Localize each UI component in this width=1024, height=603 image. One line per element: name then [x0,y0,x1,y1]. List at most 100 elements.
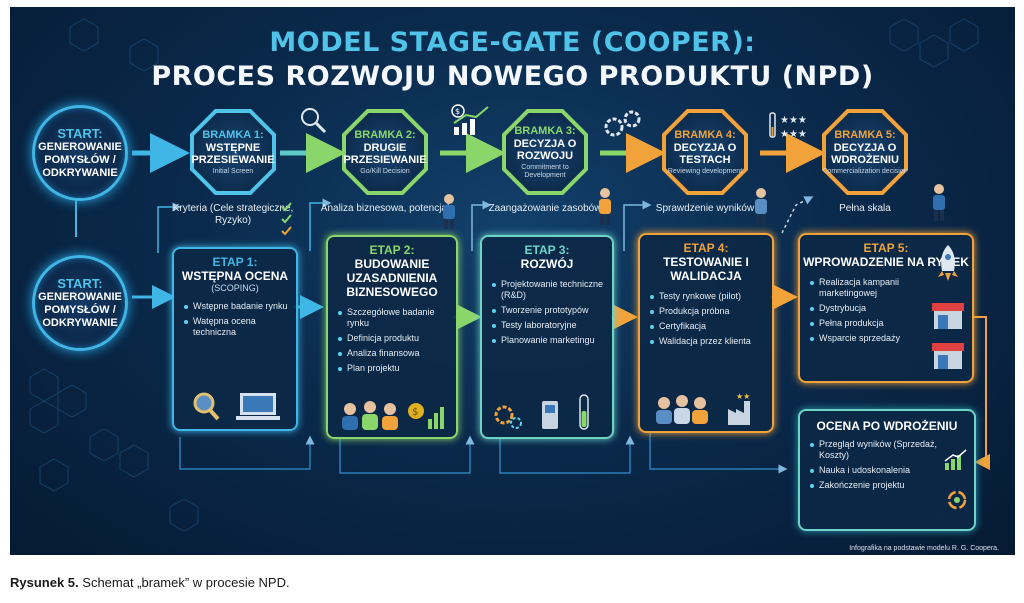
magnifier-icon [301,108,327,134]
list-item: Realizacja kampanii marketingowej [810,277,928,299]
stage-icons: ★★ [652,391,762,432]
person-icon [755,188,767,225]
list-item: Testy rynkowe (pilot) [650,291,766,302]
stage-title: ETAP 2: [369,243,415,257]
stage-name: BUDOWANIE UZASADNIENIA BIZNESOWEGO [346,257,438,299]
gate-subtitle: Reviewing development [667,167,743,175]
stage-icons [928,243,968,378]
stage-icons [188,389,288,430]
gate-background [346,113,424,191]
person-icon [599,188,611,225]
start-text: GENEROWANIE POMYSŁÓW / ODKRYWANIE [38,141,122,179]
list-item: Certyfikacja [650,321,766,332]
stage-4: ETAP 4:TESTOWANIE I WALIDACJA Testy rynko… [638,233,774,433]
svg-text:★★★: ★★★ [780,115,807,126]
list-item: Pełna produkcja [810,318,928,329]
infographic-figure: MODEL STAGE-GATE (COOPER): PROCES ROZWOJ… [10,7,1015,555]
figure-caption: Rysunek 5. Schemat „bramek” w procesie N… [10,575,290,590]
gate-name: DECYZJA O TESTACH [673,141,737,166]
title-line-1: MODEL STAGE-GATE (COOPER): [269,27,756,58]
stage-title: ETAP 5: [863,241,909,255]
stage-title: ETAP 4: [683,241,729,255]
stage-2: ETAP 2:BUDOWANIE UZASADNIENIA BIZNESOWEG… [326,235,458,439]
money-chart-icon: $ [451,104,489,135]
gate-name: WSTĘPNE PRZESIEWANIE [191,141,275,166]
gate-subtitle: Commitment to Development [521,163,569,179]
start-text: GENEROWANIE POMYSŁÓW / ODKRYWANIE [38,291,122,329]
gate-title: BRAMKA 4: [674,128,736,141]
post-launch-title: OCENA PO WDROŻENIU [816,419,958,433]
list-item: Testy laboratoryjne [492,320,606,331]
gate-name: DECYZJA O WDROŻENIU [831,141,899,166]
gate-title: BRAMKA 1: [202,128,264,141]
stage-subtitle: (SCOPING) [211,283,259,293]
gate-subtitle: Go/Kill Decision [360,167,410,175]
rocket-shop-icons [932,245,964,369]
gate-caption: Zaangażowanie zasobów [488,203,602,214]
test-tubes-stars-icon: ★★★ ★★★ [769,112,807,140]
svg-text:★★★: ★★★ [780,129,807,140]
gate-caption: Analiza biznesowa, potencjał [320,203,450,214]
gear-device-tube-icons [494,394,589,430]
list-item: Wsparcie sprzedaży [810,333,928,344]
gate-name: DECYZJA O ROZWOJU [513,137,577,162]
credit-note: Infografika na podstawie modelu R. G. Co… [849,545,999,552]
list-item: Przegląd wyników (Sprzedaż, Koszty) [810,439,968,461]
list-item: Zakończenie projektu [810,480,968,491]
gate-caption: Sprawdzenie wyników [655,203,755,214]
caption-label: Rysunek 5. [10,575,79,590]
gate-caption: Pełna skala [839,203,891,214]
gate-background [826,113,904,191]
list-item: Projektowanie techniczne (R&D) [492,279,606,301]
person-icon [443,194,455,229]
stage-icons: $ [336,397,446,438]
list-item: Nauka i udoskonalenia [810,465,968,476]
gate-title: BRAMKA 3: [514,124,576,137]
stage-icons [490,393,600,438]
stage-items: Projektowanie techniczne (R&D) Tworzenie … [482,279,612,346]
list-item: Szczegółowe badanie rynku [338,307,450,329]
gate-background [506,113,584,191]
gate-title: BRAMKA 2: [354,128,416,141]
stage-name: ROZWÓJ [520,257,574,271]
growth-chart-icon [944,449,967,470]
gate-background [666,113,744,191]
stage-name: WSTĘPNA OCENA [181,269,289,283]
start-label: START: [57,126,103,141]
caption-text: Schemat „bramek” w procesie NPD. [78,575,290,590]
team-money-icons: $ [342,401,444,430]
list-item: Plan projektu [338,363,450,374]
gate-subtitle: Commercialization decision [822,167,908,175]
list-item: Planowanie marketingu [492,335,606,346]
gate-background [194,113,272,191]
list-item: Tworzenie prototypów [492,305,606,316]
magnifier-laptop-icons [193,392,280,421]
stage-title: ETAP 1: [212,255,258,269]
svg-text:$: $ [455,107,460,116]
stage-5: ETAP 5:WPROWADZENIE NA RYNEK Realizacja k… [798,233,974,383]
cycle-icon [947,490,967,510]
list-item: Watępna ocena techniczna [184,316,290,338]
list-item: Produkcja próbna [650,306,766,317]
gate-caption: Kryteria (Cele strategiczne, Ryzyko) [172,203,294,226]
start-circle-bottom: START:GENEROWANIE POMYSŁÓW / ODKRYWANIE [32,255,128,351]
list-item: Definicja produktu [338,333,450,344]
start-circle-top: START:GENEROWANIE POMYSŁÓW / ODKRYWANIE [32,105,128,201]
stage-name: TESTOWANIE I WALIDACJA [663,255,749,283]
list-item: Walidacja przez klienta [650,336,766,347]
gate-subtitle: Initial Screen [212,167,254,175]
clients-factory-icons: ★★ [656,392,750,425]
gate-title: BRAMKA 5: [834,128,896,141]
stage-name: WPROWADZENIE NA RYNEK [803,255,969,269]
person-icon [933,184,945,221]
start-label: START: [57,276,103,291]
